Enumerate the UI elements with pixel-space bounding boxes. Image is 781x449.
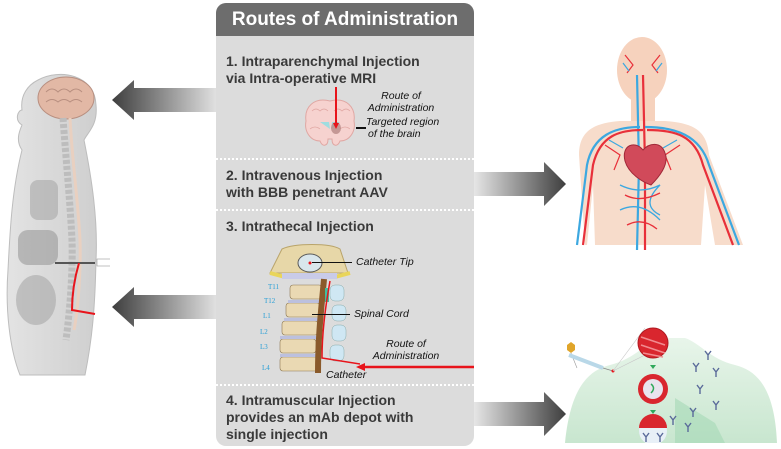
arrow-left-to-spine	[112, 287, 220, 327]
syringe-icon	[568, 353, 604, 370]
divider	[216, 384, 474, 386]
vertebra-label-l2: L2	[260, 328, 268, 336]
brain-section-icon	[305, 87, 355, 146]
torso	[579, 121, 743, 245]
arrow-right-to-circulatory	[474, 162, 566, 206]
vertebra-label-l4: L4	[262, 364, 270, 372]
spine-diagram	[269, 244, 360, 374]
routes-panel: Routes of Administration 1. Intraparench…	[216, 3, 474, 446]
vertebra-label-l3: L3	[260, 343, 268, 351]
catheter-line	[321, 280, 360, 365]
muscle-fiber-icon	[637, 327, 669, 359]
vertebra-label-l1: L1	[263, 312, 271, 320]
route-arrow	[356, 363, 474, 371]
route-2-title: 2. Intravenous Injection with BBB penetr…	[226, 167, 388, 200]
spinal-cord-label: Spinal Cord	[354, 308, 409, 320]
spinal-cord	[68, 117, 82, 331]
route-4-title: 4. Intramuscular Injection provides an m…	[226, 392, 414, 442]
arrow-right-to-muscle	[474, 392, 566, 436]
route-label-brain: Route of Administration	[367, 90, 435, 114]
brain-icon	[37, 76, 95, 120]
divider	[216, 158, 474, 160]
torso	[565, 338, 777, 443]
sagittal-body-illustration	[6, 73, 110, 376]
spinal-cord	[315, 278, 327, 374]
panel-title: Routes of Administration	[216, 3, 474, 36]
body-outline	[6, 73, 97, 376]
vertebra-label-t12: T12	[264, 297, 276, 305]
catheter-route-line	[70, 262, 96, 315]
aav-particle-icon	[567, 342, 575, 353]
arrow-left-to-brain	[112, 80, 220, 120]
target-label-brain: Targeted region of the brain	[366, 116, 440, 140]
spine	[59, 117, 76, 341]
head	[617, 37, 667, 103]
divider	[216, 209, 474, 211]
antibody-icons	[642, 350, 720, 442]
route-label-spine: Route of Administration	[372, 338, 440, 362]
route-3-title: 3. Intrathecal Injection	[226, 218, 374, 234]
leader-line	[356, 127, 366, 129]
catheter-label: Catheter	[326, 369, 367, 381]
heart-icon	[623, 143, 667, 186]
vertebra-label-t11: T11	[268, 283, 280, 291]
circulatory-system-illustration	[575, 37, 743, 250]
route-1-title: 1. Intraparenchymal Injection via Intra-…	[226, 53, 420, 86]
catheter-tip-label: Catheter Tip	[356, 256, 414, 268]
intramuscular-depot-illustration	[565, 327, 777, 443]
leader-line	[312, 262, 352, 263]
leader-line	[312, 314, 350, 315]
